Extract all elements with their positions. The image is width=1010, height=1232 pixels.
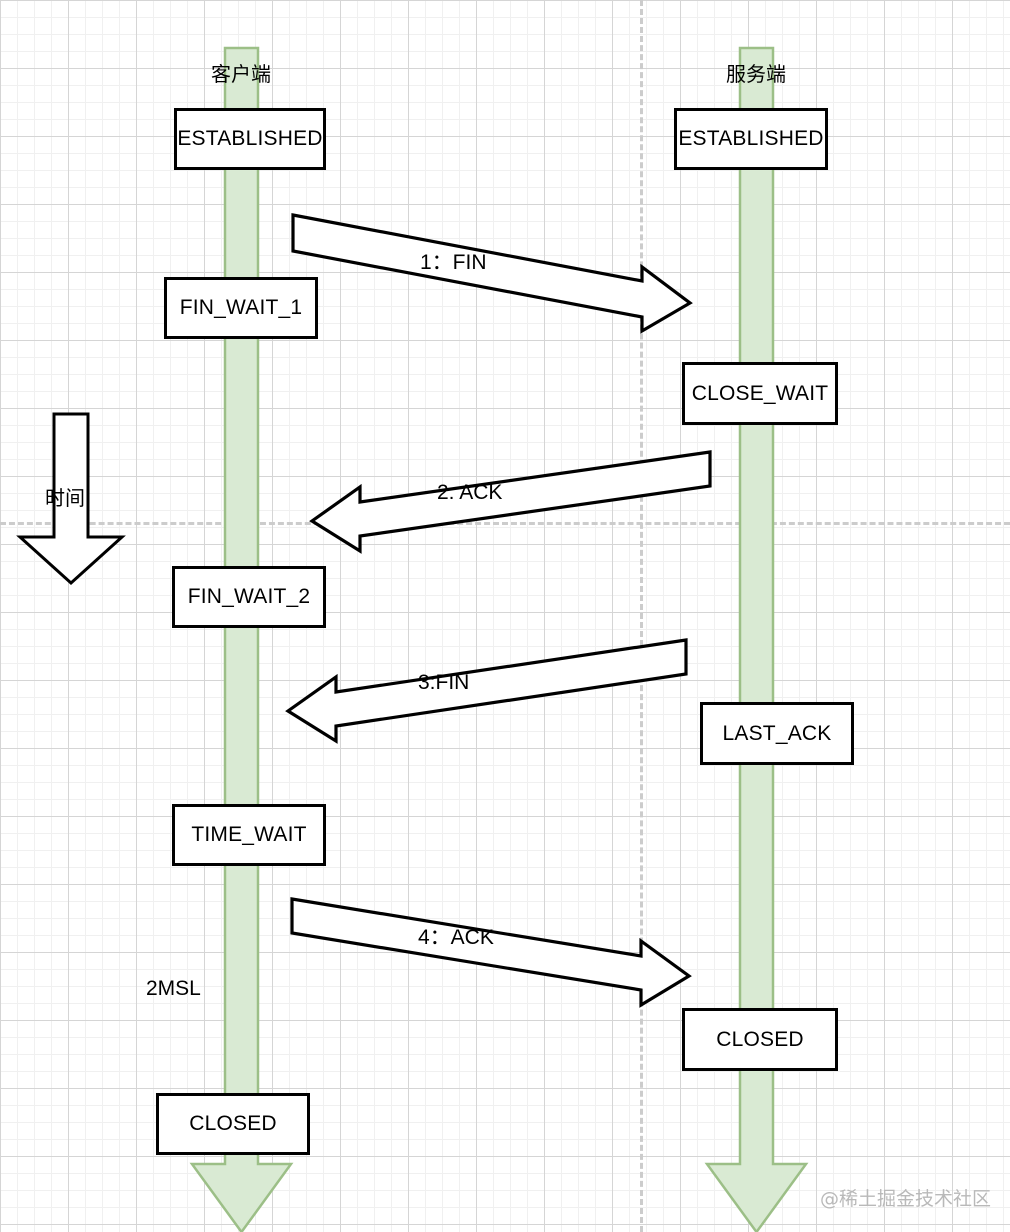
message-arrow-2-ack (309, 450, 712, 554)
state-box-server-close-wait[interactable]: CLOSE_WAIT (682, 362, 838, 425)
watermark: @稀土掘金技术社区 (820, 1188, 992, 1210)
state-box-server-last-ack[interactable]: LAST_ACK (700, 702, 854, 765)
state-box-server-closed[interactable]: CLOSED (682, 1008, 838, 1071)
state-box-client-closed[interactable]: CLOSED (156, 1093, 310, 1155)
message-label-2-ack: 2: ACK (437, 481, 503, 504)
state-box-server-established[interactable]: ESTABLISHED (674, 108, 828, 170)
state-box-client-fin-wait-2[interactable]: FIN_WAIT_2 (172, 566, 326, 628)
message-arrow-4-ack (290, 897, 692, 1008)
message-label-4-ack: 4：ACK (418, 926, 494, 949)
msl-label: 2MSL (146, 977, 201, 1000)
actor-label-client: 客户端 (211, 64, 271, 86)
message-arrow-1-fin (291, 213, 693, 334)
guide-line-horizontal (0, 522, 1010, 525)
message-label-1-fin: 1：FIN (420, 251, 487, 274)
state-box-client-time-wait[interactable]: TIME_WAIT (172, 804, 326, 866)
state-box-client-established[interactable]: ESTABLISHED (174, 108, 326, 170)
lifeline-client (189, 46, 294, 1232)
message-label-3-fin: 3:FIN (418, 671, 470, 694)
time-axis-label: 时间 (45, 488, 85, 510)
state-box-client-fin-wait-1[interactable]: FIN_WAIT_1 (164, 277, 318, 339)
message-arrow-3-fin (285, 638, 688, 744)
guide-line-vertical (640, 0, 643, 1232)
actor-label-server: 服务端 (726, 64, 786, 86)
